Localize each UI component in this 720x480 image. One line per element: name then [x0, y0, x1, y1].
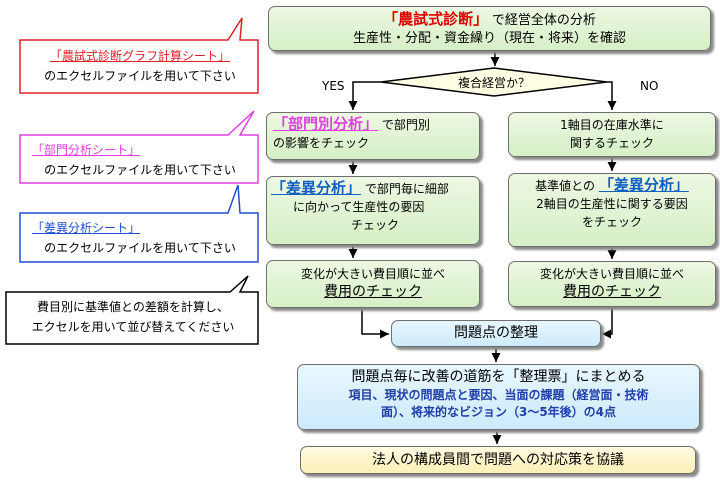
callout-3-body: のエクセルファイルを用いて下さい: [44, 241, 236, 255]
callout-2-body: のエクセルファイルを用いて下さい: [44, 163, 236, 177]
standard-variance-line3: をチェック: [581, 215, 642, 229]
department-analysis-text1: で部門別: [381, 118, 430, 132]
overall-analysis-text1: で経営全体の分析: [491, 13, 596, 28]
final-discussion-box: 法人の構成員間で問題への対応策を協議: [300, 446, 696, 474]
department-analysis-highlight: 「部門別分析」: [273, 115, 379, 133]
cost-check-box-right: 変化が大きい費目順に並べ 費用のチェック: [508, 261, 716, 307]
summary-line3: 面）、将来的なビジョン（3〜5年後）の4点: [380, 405, 617, 419]
callout-bubble-2: [19, 110, 259, 184]
overall-analysis-text2: 生産性・分配・資金繰り（現在・将来）を確認: [352, 31, 626, 46]
callout-bubble-1: [19, 17, 259, 94]
cost-check-box-left: 変化が大きい費目順に並べ 費用のチェック: [266, 260, 480, 308]
variance-analysis-highlight: 「差異分析」: [271, 179, 362, 197]
standard-variance-text0: 基準値との: [535, 179, 596, 193]
cost-check-right-line2: 費用のチェック: [563, 284, 661, 300]
callout-4-line2: エクセルを用いて並び替えてください: [31, 320, 235, 334]
callout-bubble-3: [19, 184, 259, 263]
cost-check-left-line2: 費用のチェック: [324, 284, 422, 300]
overall-analysis-box: 「農試式診断」 で経営全体の分析 生産性・分配・資金繰り（現在・将来）を確認: [268, 6, 711, 51]
callout-3-title: 「差異分析シート」: [32, 221, 141, 235]
final-discussion-text: 法人の構成員間で問題への対応策を協議: [372, 452, 624, 468]
callout-1: 「農試式診断グラフ計算シート」 のエクセルファイルを用いて下さい: [22, 46, 258, 86]
callout-4-line1: 費目別に基準値との差額を計算し、: [37, 300, 229, 314]
callout-2: 「部門分析シート」 のエクセルファイルを用いて下さい: [22, 140, 258, 180]
inventory-check-line2: 関するチェック: [569, 136, 654, 150]
inventory-check-box: 1軸目の在庫水準に 関するチェック: [508, 112, 716, 157]
variance-analysis-box: 「差異分析」 で部門毎に細部 に向かって生産性の要因 チェック: [266, 176, 480, 245]
cost-check-left-line1: 変化が大きい費目順に並べ: [300, 267, 445, 281]
cost-check-right-line1: 変化が大きい費目順に並べ: [539, 267, 684, 281]
inventory-check-line1: 1軸目の在庫水準に: [560, 118, 664, 132]
problem-organize-box: 問題点の整理: [391, 320, 601, 347]
callout-1-title: 「農試式診断グラフ計算シート」: [49, 49, 230, 63]
standard-variance-box: 基準値との 「差異分析」 2軸目の生産性に関する要因 をチェック: [508, 173, 716, 247]
department-analysis-text2: の影響をチェック: [273, 136, 370, 150]
problem-organize-text: 問題点の整理: [454, 325, 538, 341]
callout-3: 「差異分析シート」 のエクセルファイルを用いて下さい: [22, 218, 258, 258]
variance-analysis-text3: チェック: [350, 218, 399, 232]
overall-analysis-highlight: 「農試式診断」: [383, 10, 489, 28]
callout-2-title: 「部門分析シート」: [32, 143, 141, 157]
summary-line2: 項目、現状の問題点と要因、当面の課題（経営面・技術: [348, 388, 649, 402]
department-analysis-box: 「部門別分析」 で部門別 の影響をチェック: [266, 112, 480, 160]
no-label: NO: [640, 79, 659, 93]
variance-analysis-text1: で部門毎に細部: [364, 182, 449, 196]
summary-line1: 問題点毎に改善の道筋を「整理票」にまとめる: [351, 369, 646, 385]
callout-4: 費目別に基準値との差額を計算し、 エクセルを用いて並び替えてください: [8, 297, 258, 337]
variance-analysis-text2: に向かって生産性の要因: [293, 200, 425, 214]
callout-1-body: のエクセルファイルを用いて下さい: [44, 69, 236, 83]
callout-bubble-4: [5, 275, 259, 345]
standard-variance-highlight: 「差異分析」: [598, 176, 689, 194]
standard-variance-line2: 2軸目の生産性に関する要因: [536, 197, 688, 211]
yes-label: YES: [322, 79, 345, 93]
decision-label: 複合経営か？: [457, 76, 530, 90]
summary-box: 問題点毎に改善の道筋を「整理票」にまとめる 項目、現状の問題点と要因、当面の課題…: [297, 364, 700, 430]
